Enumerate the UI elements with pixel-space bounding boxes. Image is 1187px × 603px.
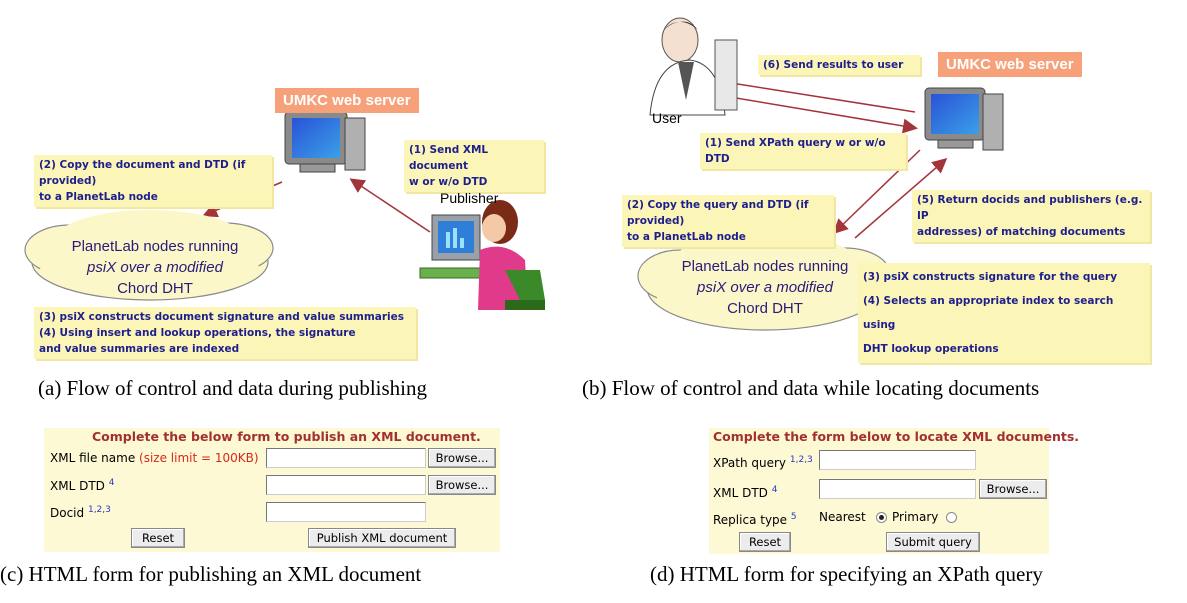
note-return-line1: (5) Return docids and publishers (e.g. I… bbox=[917, 194, 1143, 222]
xml-dtd-label: XML DTD 4 bbox=[50, 478, 114, 493]
browse-dtd-button[interactable]: Browse... bbox=[428, 475, 496, 495]
xml-dtd-input[interactable] bbox=[266, 475, 426, 495]
primary-radio[interactable] bbox=[946, 512, 957, 523]
size-limit-text: (size limit = 100KB) bbox=[139, 451, 259, 465]
note-copy-query-line2: to a PlanetLab node bbox=[627, 231, 746, 243]
cloud-a-line2: psiX over a modified bbox=[87, 259, 223, 276]
caption-d: (d) HTML form for specifying an XPath qu… bbox=[650, 562, 1043, 586]
note-index-document: (3) psiX constructs document signature a… bbox=[34, 307, 416, 359]
note-return-line2: addresses) of matching documents bbox=[917, 226, 1126, 238]
docid-label: Docid 1,2,3 bbox=[50, 505, 111, 520]
note-index-line3: and value summaries are indexed bbox=[39, 343, 240, 355]
publish-form-heading: Complete the below form to publish an XM… bbox=[92, 429, 481, 444]
computer-icon-server-a bbox=[284, 111, 366, 173]
query-dtd-text: XML DTD bbox=[713, 486, 768, 500]
note-send-xml-line2: w or w/o DTD bbox=[409, 176, 488, 188]
query-dtd-input[interactable] bbox=[819, 479, 976, 499]
note-sig-line1: (3) psiX constructs signature for the qu… bbox=[863, 271, 1118, 283]
xpath-query-input[interactable] bbox=[819, 450, 976, 470]
cloud-b-line2: psiX over a modified bbox=[697, 279, 833, 296]
option-nearest-label: Nearest bbox=[819, 510, 866, 524]
xml-file-input[interactable] bbox=[266, 448, 426, 468]
xml-file-name-text: XML file name bbox=[50, 451, 136, 465]
note-send-xml: (1) Send XML document w or w/o DTD bbox=[404, 140, 544, 192]
replica-type-label: Replica type 5 bbox=[713, 512, 797, 527]
note-sig-line2: (4) Selects an appropriate index to sear… bbox=[863, 295, 1114, 331]
caption-a: (a) Flow of control and data during publ… bbox=[38, 376, 428, 400]
query-dtd-footnote: 4 bbox=[771, 485, 778, 495]
caption-b: (b) Flow of control and data while locat… bbox=[582, 376, 1040, 400]
note-copy-document-line2: to a PlanetLab node bbox=[39, 191, 158, 203]
note-send-xml-line1: (1) Send XML document bbox=[409, 144, 489, 172]
publish-xml-button[interactable]: Publish XML document bbox=[308, 528, 456, 548]
caption-c: (c) HTML form for publishing an XML docu… bbox=[0, 562, 422, 586]
docid-text: Docid bbox=[50, 506, 85, 520]
arrow-publisher-to-server bbox=[349, 178, 431, 233]
user-label: User bbox=[652, 110, 682, 126]
note-copy-query: (2) Copy the query and DTD (if provided)… bbox=[622, 195, 834, 247]
query-form: Complete the form below to locate XML do… bbox=[709, 428, 1079, 554]
cloud-b-line3: Chord DHT bbox=[727, 300, 803, 317]
xpath-footnote: 1,2,3 bbox=[789, 455, 813, 465]
xml-file-name-label: XML file name (size limit = 100KB) bbox=[50, 451, 259, 465]
cloud-b-line1: PlanetLab nodes running bbox=[681, 258, 849, 275]
server-label-a: UMKC web server bbox=[275, 88, 419, 113]
browse-file-button[interactable]: Browse... bbox=[428, 448, 496, 468]
query-form-heading: Complete the form below to locate XML do… bbox=[713, 429, 1080, 444]
server-label-b: UMKC web server bbox=[938, 52, 1082, 77]
nearest-radio[interactable] bbox=[876, 512, 887, 523]
note-sig-line3: DHT lookup operations bbox=[863, 343, 999, 355]
note-copy-document-line1: (2) Copy the document and DTD (if provid… bbox=[39, 159, 246, 187]
note-copy-document: (2) Copy the document and DTD (if provid… bbox=[34, 155, 272, 207]
docid-footnote: 1,2,3 bbox=[87, 505, 111, 515]
note-send-results: (6) Send results to user bbox=[758, 55, 920, 75]
note-return-docids: (5) Return docids and publishers (e.g. I… bbox=[912, 190, 1150, 242]
xml-dtd-footnote: 4 bbox=[108, 478, 115, 488]
replica-footnote: 5 bbox=[790, 512, 797, 522]
user-person-icon bbox=[649, 17, 738, 116]
browse-query-dtd-button[interactable]: Browse... bbox=[979, 479, 1047, 499]
computer-icon-server-b bbox=[924, 87, 1004, 151]
publisher-person-icon bbox=[419, 200, 545, 310]
reset-publish-button[interactable]: Reset bbox=[131, 528, 185, 548]
submit-query-button[interactable]: Submit query bbox=[886, 532, 980, 552]
cloud-a-line1: PlanetLab nodes running bbox=[71, 238, 239, 255]
xpath-query-label: XPath query 1,2,3 bbox=[713, 455, 813, 470]
publisher-label: Publisher bbox=[440, 190, 499, 206]
xpath-query-text: XPath query bbox=[713, 456, 787, 470]
query-dtd-label: XML DTD 4 bbox=[713, 485, 777, 500]
arrow-cloud-to-server bbox=[854, 158, 948, 239]
note-copy-query-line1: (2) Copy the query and DTD (if provided) bbox=[627, 199, 809, 227]
cloud-a-text: PlanetLab nodes running psiX over a modi… bbox=[55, 236, 255, 299]
cloud-a bbox=[24, 210, 274, 301]
note-send-query: (1) Send XPath query w or w/o DTD bbox=[700, 133, 906, 169]
note-signature-query: (3) psiX constructs signature for the qu… bbox=[858, 263, 1150, 363]
arrow-server-to-user bbox=[709, 74, 916, 113]
docid-input[interactable] bbox=[266, 502, 426, 522]
note-index-line1: (3) psiX constructs document signature a… bbox=[39, 311, 405, 323]
cloud-b bbox=[637, 234, 891, 331]
note-index-line2: (4) Using insert and lookup operations, … bbox=[39, 327, 356, 339]
publish-form: Complete the below form to publish an XM… bbox=[44, 428, 500, 552]
option-primary-label: Primary bbox=[892, 510, 939, 524]
cloud-a-line3: Chord DHT bbox=[117, 280, 193, 297]
replica-type-text: Replica type bbox=[713, 513, 788, 527]
reset-query-button[interactable]: Reset bbox=[739, 532, 791, 552]
cloud-b-text: PlanetLab nodes running psiX over a modi… bbox=[665, 256, 865, 319]
xml-dtd-text: XML DTD bbox=[50, 479, 105, 493]
